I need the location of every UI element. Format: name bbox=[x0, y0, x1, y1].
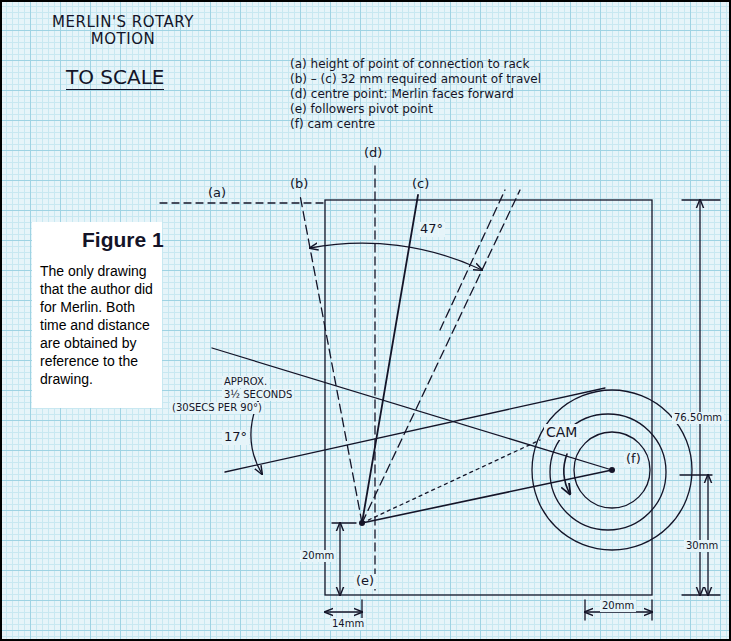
figure-caption: The only drawing that the author did for… bbox=[40, 262, 156, 388]
centre-line bbox=[374, 166, 375, 595]
dimension-label: 20mm bbox=[600, 600, 636, 612]
callout-letter: (e) bbox=[354, 574, 376, 589]
dimension-line bbox=[707, 475, 708, 595]
dimension-tick bbox=[680, 474, 712, 475]
follower-position bbox=[362, 190, 520, 523]
dimension-line bbox=[339, 523, 340, 595]
legend-note: (e) followers pivot point bbox=[290, 103, 433, 117]
dimension-label: 30mm bbox=[684, 540, 720, 552]
angle-label: 47° bbox=[418, 222, 445, 237]
follower-position bbox=[362, 440, 540, 523]
callout-letter: (b) bbox=[290, 177, 308, 192]
figure-label: Figure 1 bbox=[82, 228, 164, 252]
dimension-line bbox=[325, 611, 362, 612]
legend-note: (a) height of point of connection to rac… bbox=[290, 58, 529, 72]
dimension-label: 76.50mm bbox=[672, 412, 724, 424]
dimension-tick bbox=[682, 199, 720, 200]
dimension-line bbox=[699, 200, 700, 595]
scale-note: TO SCALE bbox=[66, 66, 164, 90]
pivot-point bbox=[359, 520, 365, 526]
dimension-tick bbox=[361, 600, 362, 620]
angle-arc bbox=[310, 243, 482, 270]
timing-note: 3½ SECONDS bbox=[222, 389, 294, 401]
legend-note: (f) cam centre bbox=[290, 118, 375, 132]
cam-circle bbox=[532, 390, 692, 550]
rotation-arrow bbox=[564, 454, 570, 494]
dimension-label: 20mm bbox=[300, 550, 336, 562]
dimension-line bbox=[585, 611, 652, 612]
dimension-tick bbox=[651, 600, 652, 620]
part-name: CAM bbox=[544, 424, 579, 440]
dimension-tick bbox=[584, 600, 585, 620]
legend-note: (d) centre point: Merlin faces forward bbox=[290, 88, 514, 102]
construction-line bbox=[212, 348, 612, 470]
legend-note: (b) – (c) 32 mm required amount of trave… bbox=[290, 73, 541, 87]
cam-circle bbox=[574, 432, 650, 508]
dimension-label: 14mm bbox=[330, 618, 366, 630]
callout-letter: (c) bbox=[412, 177, 429, 192]
construction-line bbox=[225, 388, 605, 472]
angle-label: 17° bbox=[222, 430, 249, 445]
timing-note: (30SECS PER 90°) bbox=[170, 402, 264, 414]
timing-note: APPROX. bbox=[222, 376, 269, 388]
rack-height-line bbox=[160, 202, 325, 203]
callout-letter: (a) bbox=[208, 186, 226, 201]
dimension-tick bbox=[682, 594, 720, 595]
cam-centre bbox=[609, 467, 615, 473]
drawing-title: MERLIN'S ROTARY MOTION bbox=[48, 14, 198, 49]
callout-letter: (f) bbox=[624, 452, 643, 467]
follower-position bbox=[440, 190, 505, 330]
dimension-tick bbox=[332, 522, 356, 523]
callout-letter: (d) bbox=[364, 146, 382, 161]
